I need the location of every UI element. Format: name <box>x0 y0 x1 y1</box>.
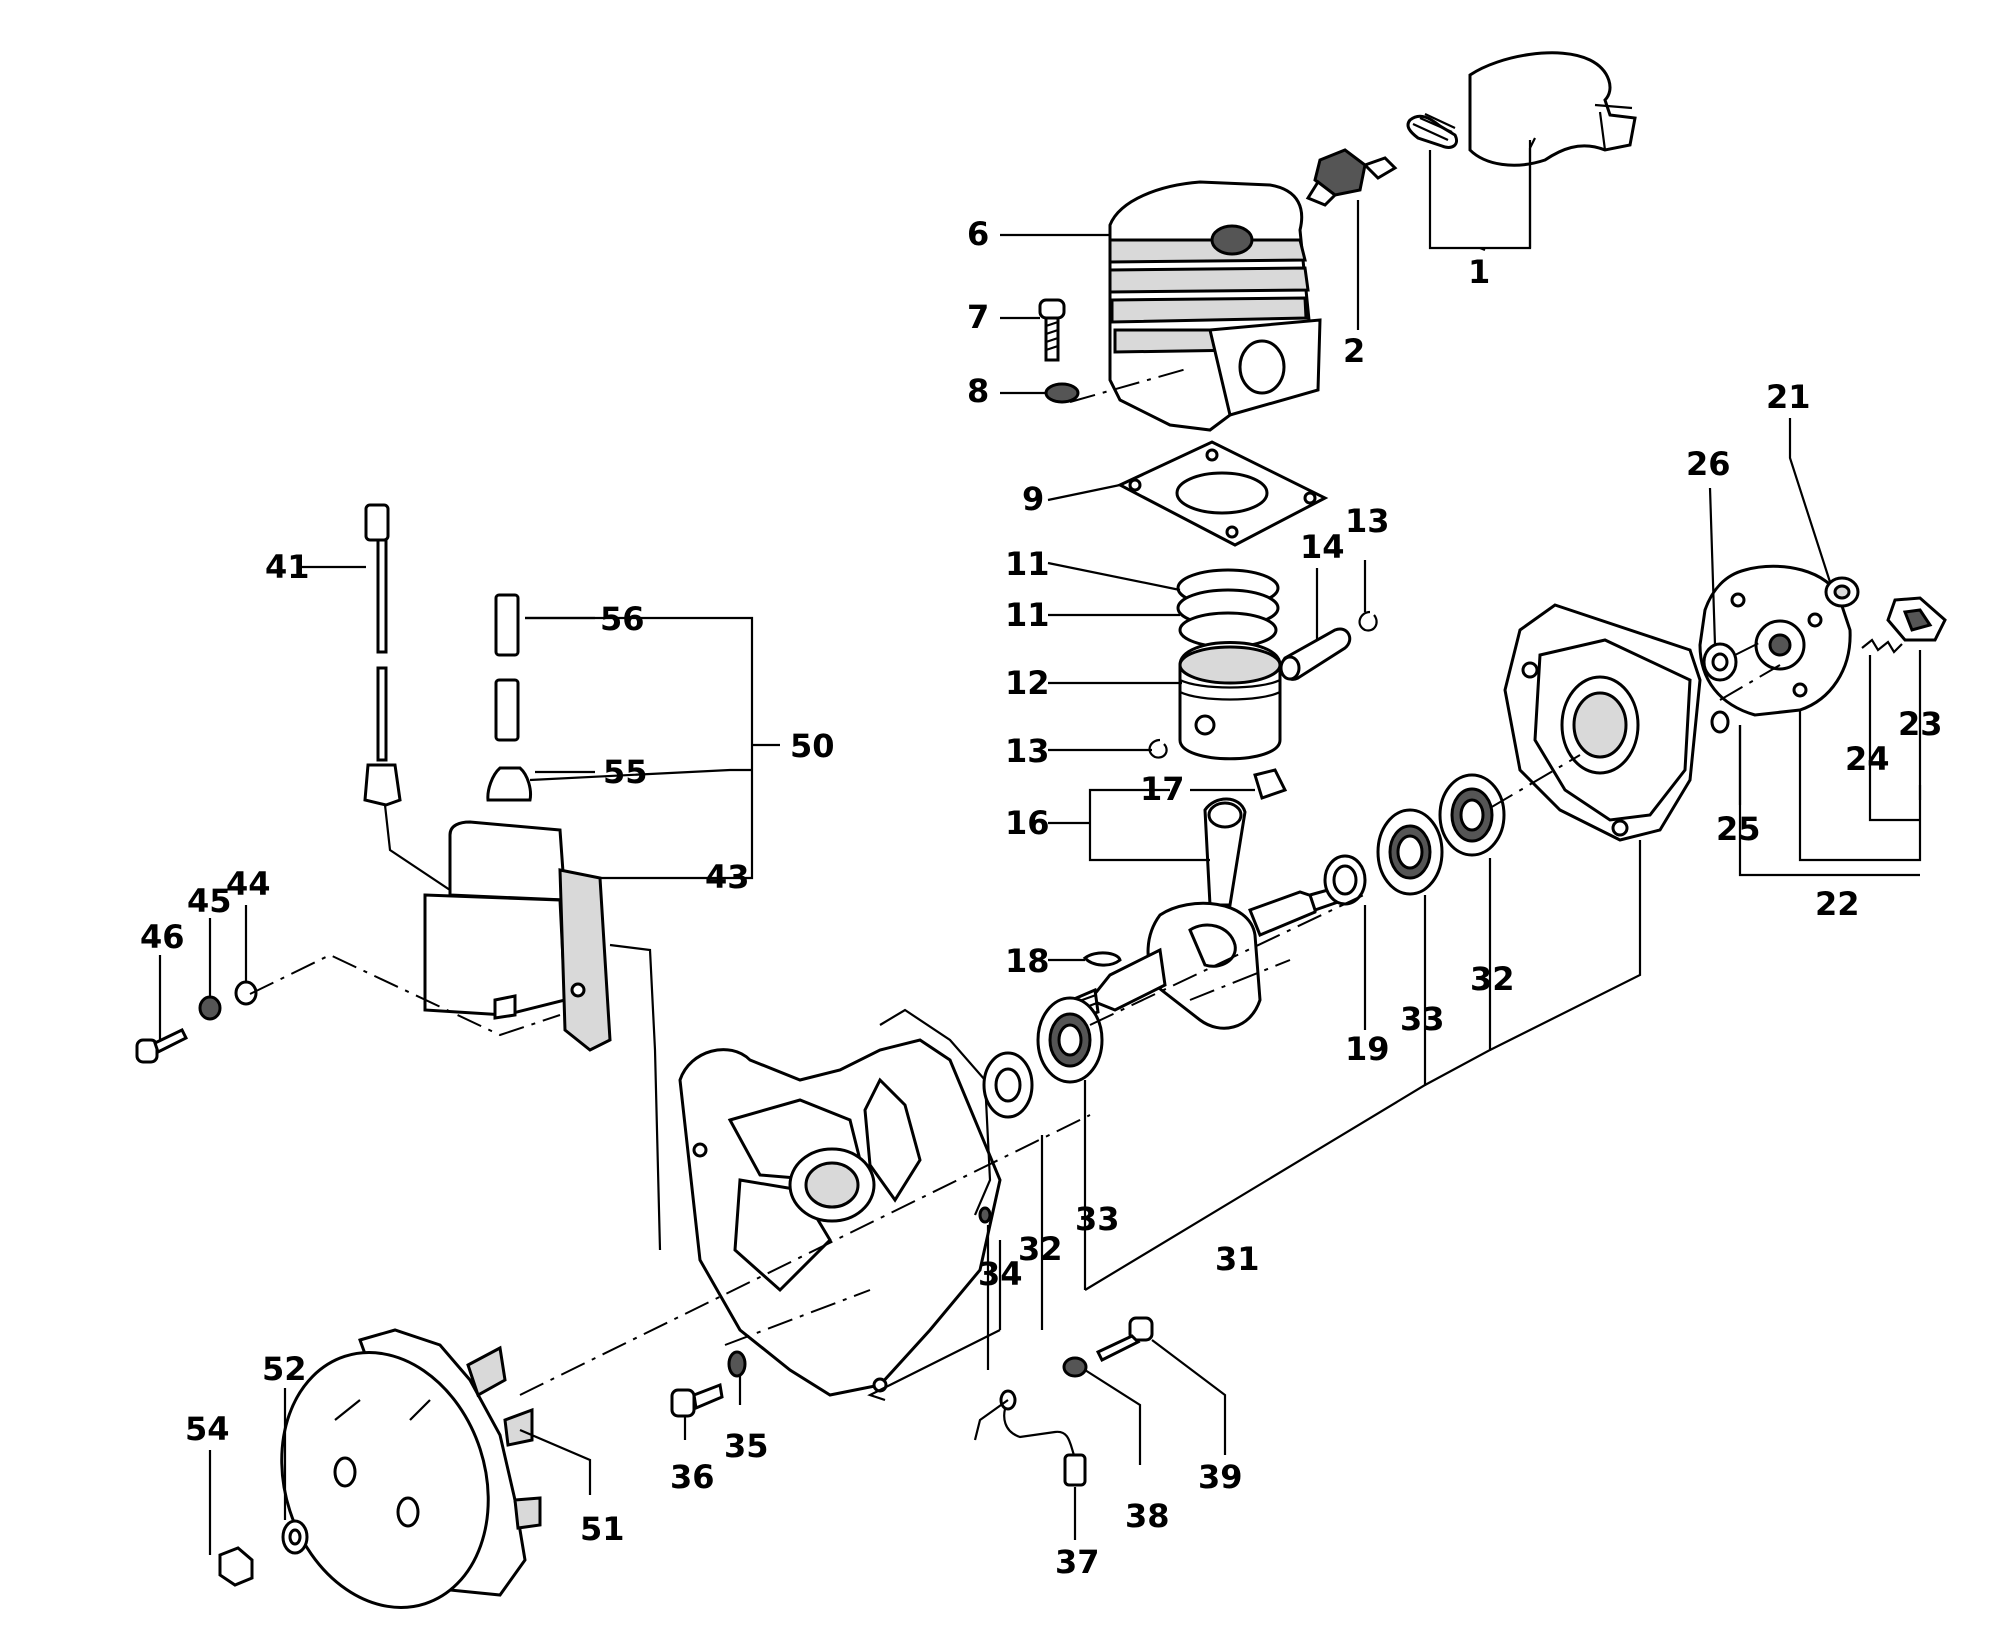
washer-8 <box>1044 382 1080 404</box>
washer-25 <box>1710 710 1730 734</box>
callout-51: 51 <box>580 1510 625 1548</box>
clutch-shoe-23 <box>1886 596 1947 642</box>
crankcase-left-half <box>678 1038 1002 1397</box>
callout-13-b: 13 <box>1005 732 1050 770</box>
crankcase-gasket <box>879 1008 992 1216</box>
callout-38: 38 <box>1125 1497 1170 1535</box>
callout-55: 55 <box>603 753 648 791</box>
piston-rings <box>1176 568 1280 649</box>
callout-19: 19 <box>1345 1030 1390 1068</box>
ground-wire-37 <box>999 1389 1087 1487</box>
cylinder-gasket <box>1116 440 1329 547</box>
crankcase-right-half <box>1503 603 1702 842</box>
callout-2: 2 <box>1343 332 1365 370</box>
callout-25: 25 <box>1716 810 1761 848</box>
callout-18: 18 <box>1005 942 1050 980</box>
washer-52 <box>281 1519 309 1555</box>
callout-labels: 1 2 6 7 8 9 11 11 12 13 13 14 16 17 18 1… <box>140 215 1943 1581</box>
screw-39 <box>1095 1316 1154 1363</box>
bearing-32-right <box>1438 773 1506 857</box>
callout-11-b: 11 <box>1005 596 1050 634</box>
callout-32-b: 32 <box>1018 1230 1063 1268</box>
callout-32-a: 32 <box>1470 960 1515 998</box>
oil-seal-32-left <box>982 1051 1034 1119</box>
callout-33-b: 33 <box>1075 1200 1120 1238</box>
callout-1: 1 <box>1468 253 1490 291</box>
washer-45 <box>198 995 222 1021</box>
ignition-coil-43 <box>423 820 612 1052</box>
washer-35 <box>727 1350 747 1378</box>
callout-54: 54 <box>185 1410 230 1448</box>
washer-38 <box>1062 1356 1088 1378</box>
callout-17: 17 <box>1140 770 1185 808</box>
dowel-pin-34 <box>978 1206 992 1224</box>
callout-26: 26 <box>1686 445 1731 483</box>
ignition-lead-41 <box>363 503 402 807</box>
woodruff-key <box>1082 951 1122 967</box>
callout-36: 36 <box>670 1458 715 1496</box>
screw-46 <box>135 1028 189 1064</box>
callout-39: 39 <box>1198 1458 1243 1496</box>
piston-pin <box>1279 627 1352 681</box>
leader-lines <box>158 137 1922 1555</box>
cylinder <box>1108 180 1322 432</box>
callout-56: 56 <box>600 600 645 638</box>
callout-9: 9 <box>1022 480 1044 518</box>
clutch-assembly <box>1698 564 1852 717</box>
ball-bearing-33-left <box>1036 996 1104 1084</box>
callout-35: 35 <box>724 1427 769 1465</box>
flywheel-nut-54 <box>218 1546 254 1587</box>
callout-52: 52 <box>262 1350 307 1388</box>
callout-24: 24 <box>1845 740 1890 778</box>
spring-24 <box>1861 638 1903 654</box>
callout-11-a: 11 <box>1005 545 1050 583</box>
circlip-13-bottom <box>1148 738 1168 759</box>
callout-33-a: 33 <box>1400 1000 1445 1038</box>
oil-seal-19 <box>1323 854 1367 906</box>
callout-31: 31 <box>1215 1240 1260 1278</box>
callout-6: 6 <box>967 215 989 253</box>
washer-26 <box>1702 642 1738 682</box>
callout-8: 8 <box>967 372 989 410</box>
callout-44: 44 <box>226 865 271 903</box>
screw-36 <box>670 1382 724 1418</box>
nut-21 <box>1824 576 1860 608</box>
callout-7: 7 <box>967 298 989 336</box>
callout-13-a: 13 <box>1345 502 1390 540</box>
piston <box>1178 641 1282 761</box>
callout-34: 34 <box>978 1255 1023 1293</box>
spark-plug-boot <box>1406 51 1637 167</box>
callout-45: 45 <box>187 882 232 920</box>
lead-sleeve-56 <box>494 593 520 742</box>
lead-cap-55 <box>486 766 532 802</box>
cylinder-screw <box>1038 298 1066 362</box>
callout-41: 41 <box>265 548 310 586</box>
circlip-13-top <box>1358 610 1378 632</box>
flywheel-51 <box>280 1328 542 1609</box>
assembly-axis-lines <box>249 367 1781 1396</box>
callout-12: 12 <box>1005 664 1050 702</box>
callout-50: 50 <box>790 727 835 765</box>
callout-14: 14 <box>1300 528 1345 566</box>
needle-bearing <box>1253 768 1288 800</box>
callout-22: 22 <box>1815 885 1860 923</box>
callout-46: 46 <box>140 918 185 956</box>
callout-37: 37 <box>1055 1543 1100 1581</box>
crankshaft-assembly <box>1056 797 1340 1030</box>
ball-bearing-33-right <box>1376 808 1444 896</box>
callout-43: 43 <box>705 858 750 896</box>
callout-21: 21 <box>1766 378 1811 416</box>
callout-16: 16 <box>1005 804 1050 842</box>
spark-plug <box>1305 148 1398 207</box>
callout-23: 23 <box>1898 705 1943 743</box>
